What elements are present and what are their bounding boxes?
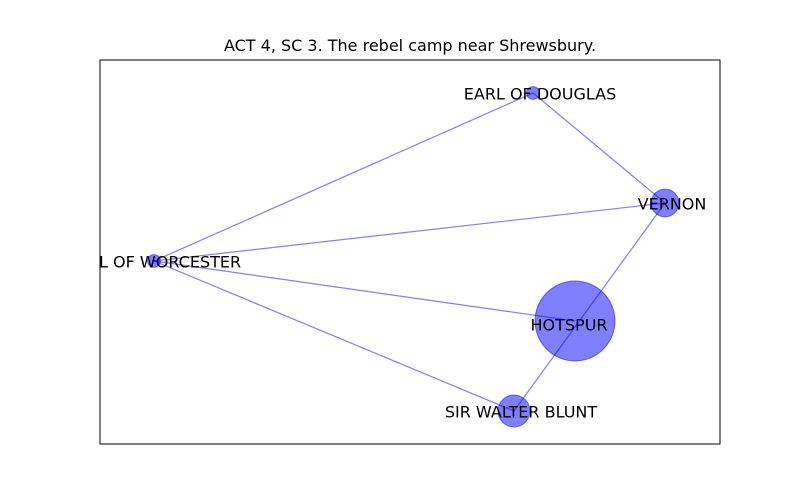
plot-frame bbox=[99, 59, 721, 445]
node-worcester bbox=[147, 254, 161, 268]
diagram-title: ACT 4, SC 3. The rebel camp near Shrewsb… bbox=[224, 36, 596, 55]
node-vernon bbox=[650, 188, 680, 218]
node-blunt bbox=[497, 394, 531, 428]
node-label-blunt: SIR WALTER BLUNT bbox=[445, 403, 598, 422]
labels-layer: EARL OF DOUGLAS VERNON EARL OF WORCESTER HO… bbox=[67, 85, 707, 422]
node-label-worcester: EARL OF WORCESTER bbox=[67, 253, 241, 272]
nodes-layer bbox=[147, 86, 680, 428]
edge-worcester-vernon bbox=[153, 202, 666, 262]
node-douglas bbox=[526, 86, 540, 100]
edge-douglas-vernon bbox=[532, 92, 666, 204]
edge-worcester-douglas bbox=[153, 92, 534, 262]
edge-worcester-hotspur bbox=[153, 260, 576, 322]
node-label-hotspur: HOTSPUR bbox=[530, 316, 607, 335]
node-hotspur bbox=[534, 280, 616, 362]
plot-area: EARL OF DOUGLAS VERNON EARL OF WORCESTER HO… bbox=[67, 85, 707, 428]
node-label-vernon: VERNON bbox=[638, 195, 707, 214]
edge-worcester-blunt bbox=[153, 260, 515, 412]
node-label-douglas: EARL OF DOUGLAS bbox=[464, 85, 616, 104]
